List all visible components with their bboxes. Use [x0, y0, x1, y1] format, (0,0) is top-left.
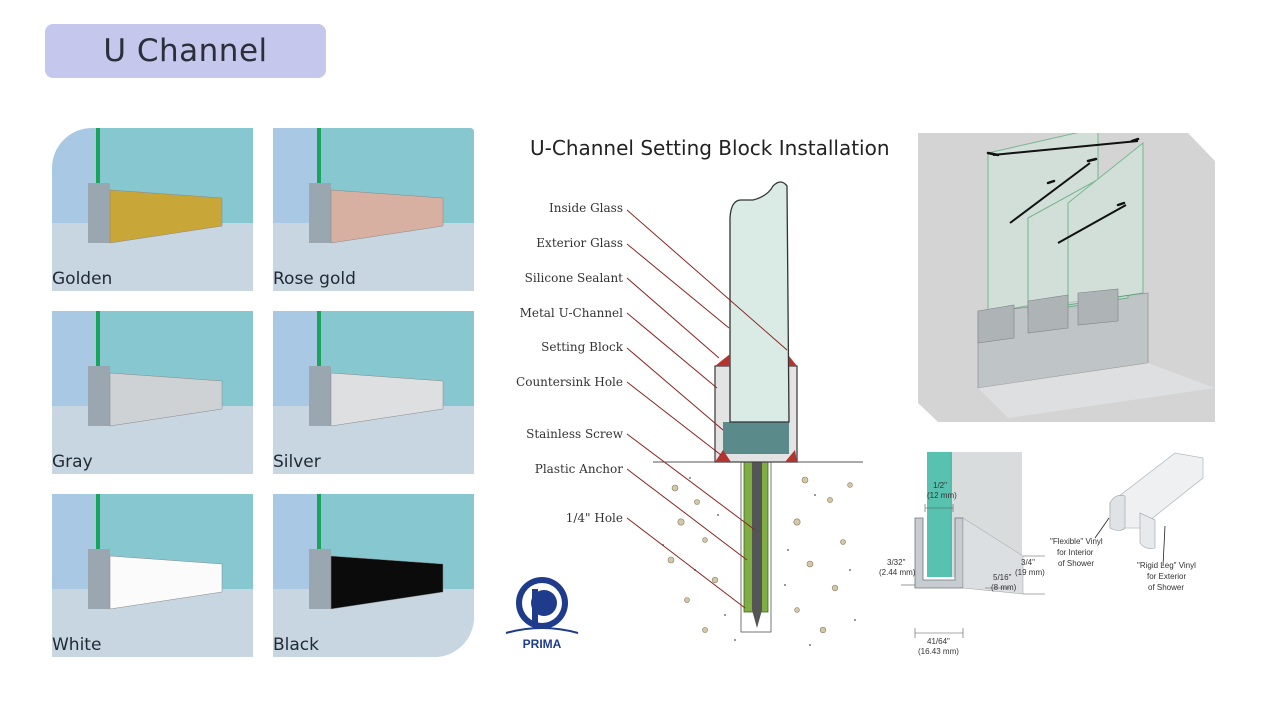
finish-label: Gray	[52, 452, 93, 472]
page-title-badge: U Channel	[45, 24, 326, 78]
aggregate	[667, 476, 853, 634]
installation-diagram: U-Channel Setting Block Installation	[505, 130, 890, 660]
railing-render-drawing	[918, 127, 1215, 422]
glass-panel	[729, 181, 790, 423]
dim-top: 1/2"	[933, 481, 947, 490]
dim-left: 3/32"	[887, 558, 906, 567]
dim-left-mm: (2.44 mm)	[879, 568, 916, 577]
dim-bottom: 41/64"	[927, 637, 950, 646]
dim-right-mm: (19 mm)	[1015, 568, 1045, 577]
callout-setting-block: Setting Block	[541, 340, 623, 354]
callout-quarter-inch-hole: 1/4" Hole	[565, 511, 623, 525]
callout-countersink-hole: Countersink Hole	[516, 375, 623, 389]
stainless-screw	[752, 452, 762, 610]
railing-render	[918, 127, 1215, 422]
dim-bottom-mm: (16.43 mm)	[918, 647, 959, 656]
finish-swatch-grid: Golden Rose gold Gray	[52, 128, 474, 658]
prima-logo-mark	[505, 577, 579, 634]
finish-label: Golden	[52, 269, 113, 289]
diagram-title: U-Channel Setting Block Installation	[530, 136, 890, 160]
callout-metal-u-channel: Metal U-Channel	[519, 306, 623, 320]
finish-tile-golden: Golden	[52, 128, 253, 291]
finish-label: Black	[273, 635, 319, 655]
finish-illustration	[52, 128, 253, 291]
page-title: U Channel	[103, 33, 268, 69]
concrete-dots	[662, 477, 856, 646]
note-flexible-3: of Shower	[1058, 559, 1094, 568]
finish-tile-white: White	[52, 494, 253, 657]
callout-silicone-sealant: Silicone Sealant	[524, 271, 623, 285]
dim-inner: 5/16"	[993, 573, 1012, 582]
silicone-sealant	[715, 354, 730, 366]
dim-inner-mm: (8 mm)	[991, 583, 1017, 592]
finish-tile-rose-gold: Rose gold	[273, 128, 474, 291]
note-rigid-3: of Shower	[1148, 583, 1184, 592]
finish-label: Rose gold	[273, 269, 356, 289]
prima-logo: PRIMA	[502, 575, 582, 653]
callout-leaders	[626, 209, 788, 609]
finish-illustration	[273, 311, 474, 474]
note-rigid-1: "Rigid Leg" Vinyl	[1137, 561, 1196, 570]
finish-tile-silver: Silver	[273, 311, 474, 474]
note-flexible-1: "Flexible" Vinyl	[1050, 537, 1103, 546]
finish-illustration	[273, 494, 474, 657]
vinyl-insert-drawing	[1109, 452, 1204, 549]
callout-exterior-glass: Exterior Glass	[536, 236, 623, 250]
callout-stainless-screw: Stainless Screw	[526, 427, 623, 441]
finish-tile-black: Black	[273, 494, 474, 657]
prima-logo-text: PRIMA	[522, 637, 562, 651]
callout-plastic-anchor: Plastic Anchor	[534, 462, 623, 476]
dim-right: 3/4"	[1021, 558, 1035, 567]
cross-section-drawing	[626, 181, 863, 657]
setting-block	[723, 422, 789, 454]
dim-top-mm: (12 mm)	[927, 491, 957, 500]
finish-illustration	[52, 311, 253, 474]
finish-illustration	[273, 128, 474, 291]
finish-illustration	[52, 494, 253, 657]
callout-inside-glass: Inside Glass	[549, 201, 623, 215]
profile-dimensions: 1/2" (12 mm) 3/32" (2.44 mm) 3/4" (19 mm…	[875, 448, 1205, 658]
note-rigid-2: for Exterior	[1147, 572, 1186, 581]
finish-label: White	[52, 635, 102, 655]
finish-tile-gray: Gray	[52, 311, 253, 474]
finish-label: Silver	[273, 452, 321, 472]
note-flexible-2: for Interior	[1057, 548, 1094, 557]
profile-dimensions-drawing: 1/2" (12 mm) 3/32" (2.44 mm) 3/4" (19 mm…	[879, 452, 1204, 656]
